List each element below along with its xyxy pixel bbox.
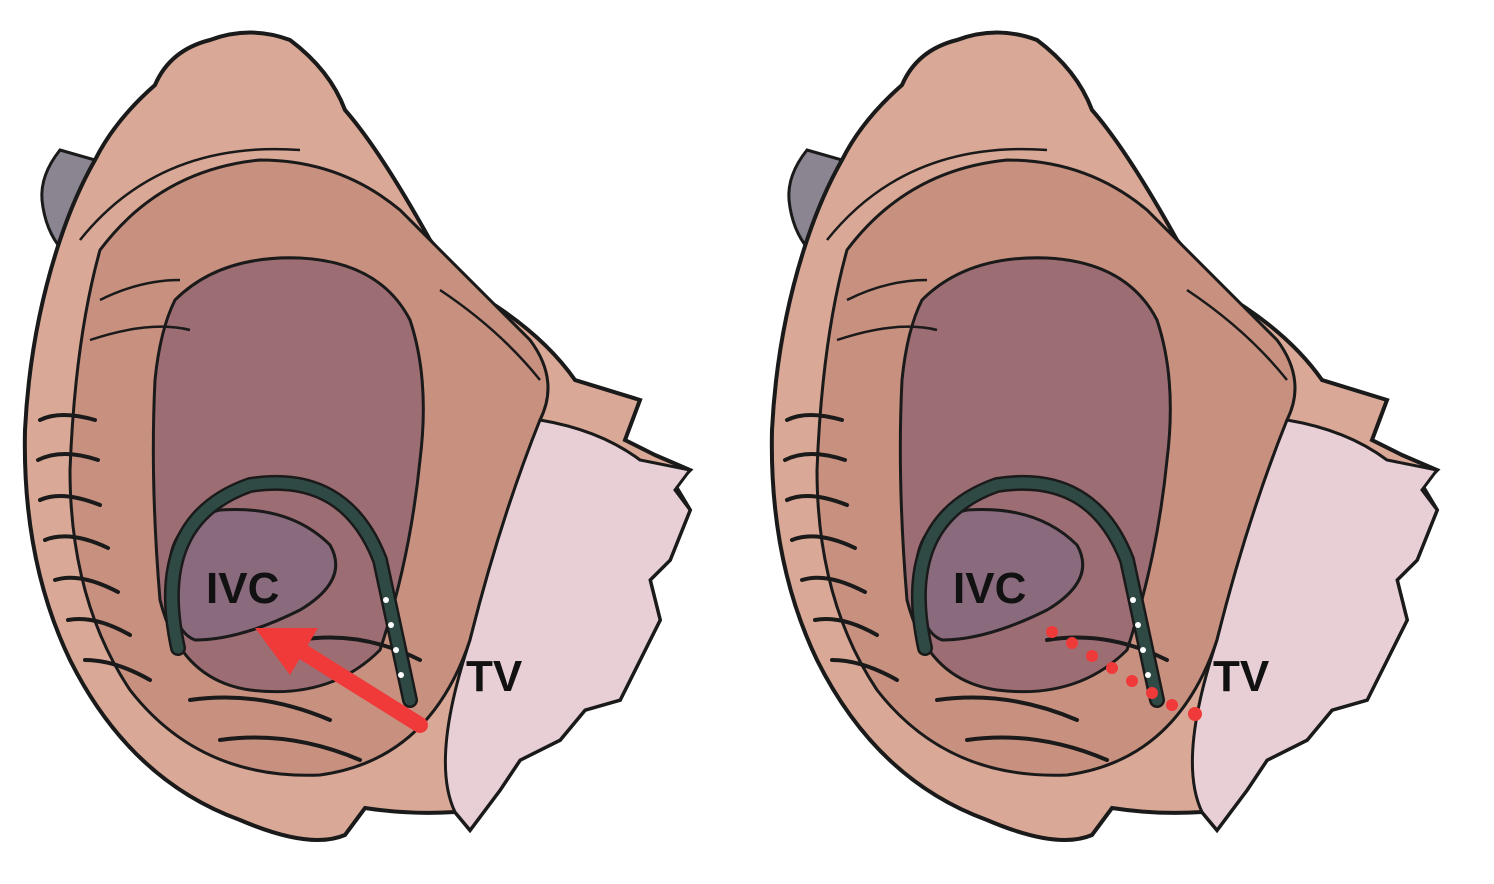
ablation-dot (1106, 662, 1118, 674)
tv-label: TV (466, 652, 523, 701)
right-atrium-drawing (22, 30, 694, 842)
catheter-electrodes (383, 597, 404, 678)
catheter-body (913, 477, 1163, 706)
ivc-label: IVC (206, 564, 280, 613)
wall-contour-lines (79, 147, 541, 381)
muscle-ridges (36, 413, 422, 762)
red-arrow-icon (255, 628, 428, 733)
tv-label: TV (1213, 652, 1270, 701)
wall-contour-lines (826, 147, 1288, 381)
electrode (1135, 622, 1141, 628)
ablation-dot (1166, 699, 1178, 711)
right-atrium-drawing (769, 30, 1441, 842)
panel-right: IVC TV (747, 0, 1494, 884)
arrow-shaft (292, 642, 428, 733)
red-dotted-line-icon (1046, 626, 1202, 721)
tricuspid-valve (1190, 418, 1440, 833)
heart-illustration-left (22, 30, 694, 842)
ablation-dot (1046, 626, 1058, 638)
electrode (1140, 647, 1146, 653)
heart-illustration-right (769, 30, 1441, 842)
ablation-dot (1188, 707, 1202, 721)
catheter-body (166, 477, 416, 706)
muscle-ridges (783, 413, 1169, 762)
electrode (383, 597, 389, 603)
ablation-dot (1146, 687, 1158, 699)
electrode (1145, 672, 1151, 678)
tricuspid-valve (443, 418, 693, 833)
electrode (393, 647, 399, 653)
ablation-dot (1086, 650, 1098, 662)
electrode (388, 622, 394, 628)
ablation-dot (1066, 637, 1078, 649)
arrow-head (255, 628, 318, 675)
panel-left: IVC TV (22, 30, 694, 842)
ablation-dot (1126, 675, 1138, 687)
electrode (1130, 597, 1136, 603)
catheter-electrodes (1130, 597, 1151, 678)
electrode (398, 672, 404, 678)
ivc-label: IVC (953, 564, 1027, 613)
